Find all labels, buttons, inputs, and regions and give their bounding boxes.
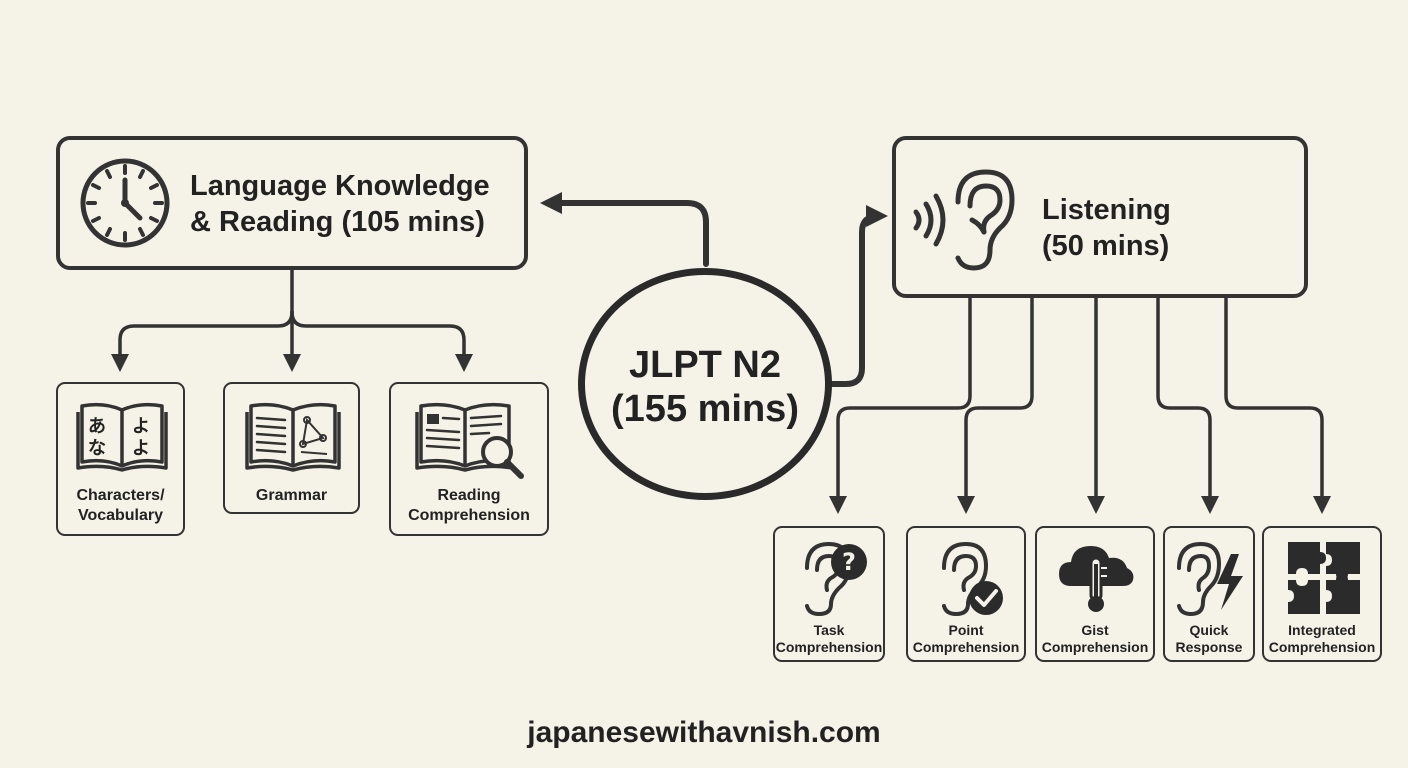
integrated-comprehension-box: Integrated Comprehension: [1262, 526, 1382, 662]
task-comprehension-box: ? Task Comprehension: [773, 526, 885, 662]
hub-duration: (155 mins): [611, 388, 799, 430]
characters-vocabulary-label: Characters/ Vocabulary: [58, 486, 183, 526]
task-comprehension-label: Task Comprehension: [775, 622, 883, 656]
book-magnifier-icon: [415, 402, 524, 479]
kana-yo-bottom: よ: [132, 438, 150, 459]
ear-check-icon: [942, 541, 1003, 617]
gist-label-line1: Gist: [1081, 622, 1109, 638]
ear-sound-icon: [913, 169, 1015, 271]
gist-comprehension-box: Gist Comprehension: [1035, 526, 1155, 662]
characters-label-line2: Vocabulary: [77, 507, 164, 524]
language-title-line1: Language Knowledge: [190, 170, 490, 202]
language-branches: [111, 266, 473, 372]
listening-branches: [829, 294, 1331, 514]
listening-section-title: Listening (50 mins): [1042, 192, 1171, 264]
point-comprehension-label: Point Comprehension: [908, 622, 1024, 656]
task-label-line2: Comprehension: [775, 639, 883, 655]
grammar-label: Grammar: [255, 487, 328, 504]
puzzle-icon: [1288, 542, 1360, 614]
quick-response-label: Quick Response: [1165, 622, 1253, 656]
website-footer: japanesewithavnish.com: [527, 716, 881, 749]
listening-box: Listening (50 mins): [892, 136, 1308, 298]
point-comprehension-box: Point Comprehension: [906, 526, 1026, 662]
listening-title-line1: Listening: [1042, 194, 1171, 226]
point-label-line2: Comprehension: [912, 639, 1020, 655]
kana-a: あ: [88, 416, 106, 437]
listening-title-line2: (50 mins): [1042, 230, 1170, 262]
integrated-label-line2: Comprehension: [1268, 639, 1376, 655]
task-label-line1: Task: [813, 622, 845, 638]
hub-level: JLPT N2: [628, 344, 782, 386]
jlpt-n2-hub: JLPT N2 (155 mins): [578, 268, 832, 500]
reading-comprehension-box: Reading Comprehension: [389, 382, 549, 536]
cloud-thermometer-icon: [1059, 546, 1134, 612]
grammar-book-icon: [245, 402, 341, 472]
language-section-title: Language Knowledge & Reading (105 mins): [190, 168, 490, 240]
kana-na: な: [88, 438, 106, 459]
quick-response-box: Quick Response: [1163, 526, 1255, 662]
hub-label: JLPT N2 (155 mins): [585, 343, 825, 431]
characters-vocabulary-box: あ な よ よ Characters/ Vocabulary: [56, 382, 185, 536]
hub-to-listening-arrow: [829, 205, 888, 387]
language-knowledge-box: Language Knowledge & Reading (105 mins): [56, 136, 528, 270]
clock-icon: [80, 158, 170, 248]
integrated-comprehension-label: Integrated Comprehension: [1264, 622, 1380, 656]
reading-label-line2: Comprehension: [408, 507, 530, 524]
kana-yo-top: よ: [132, 416, 150, 437]
integrated-label-line1: Integrated: [1288, 622, 1356, 638]
reading-label-line1: Reading: [437, 487, 501, 504]
hub-to-language-arrow: [540, 192, 709, 267]
characters-label-line1: Characters/: [76, 487, 165, 504]
language-title-line2: & Reading (105 mins): [190, 206, 485, 238]
gist-comprehension-label: Gist Comprehension: [1037, 622, 1153, 656]
gist-label-line2: Comprehension: [1041, 639, 1149, 655]
ear-question-icon: ?: [805, 541, 867, 617]
ear-lightning-icon: [1177, 541, 1243, 617]
quick-label-line2: Response: [1175, 639, 1243, 655]
point-label-line1: Point: [948, 622, 984, 638]
grammar-box: Grammar: [223, 382, 360, 514]
svg-text:?: ?: [842, 548, 856, 576]
reading-comprehension-label: Reading Comprehension: [391, 486, 547, 526]
kana-book-icon: あ な よ よ: [76, 402, 168, 472]
quick-label-line1: Quick: [1189, 622, 1229, 638]
